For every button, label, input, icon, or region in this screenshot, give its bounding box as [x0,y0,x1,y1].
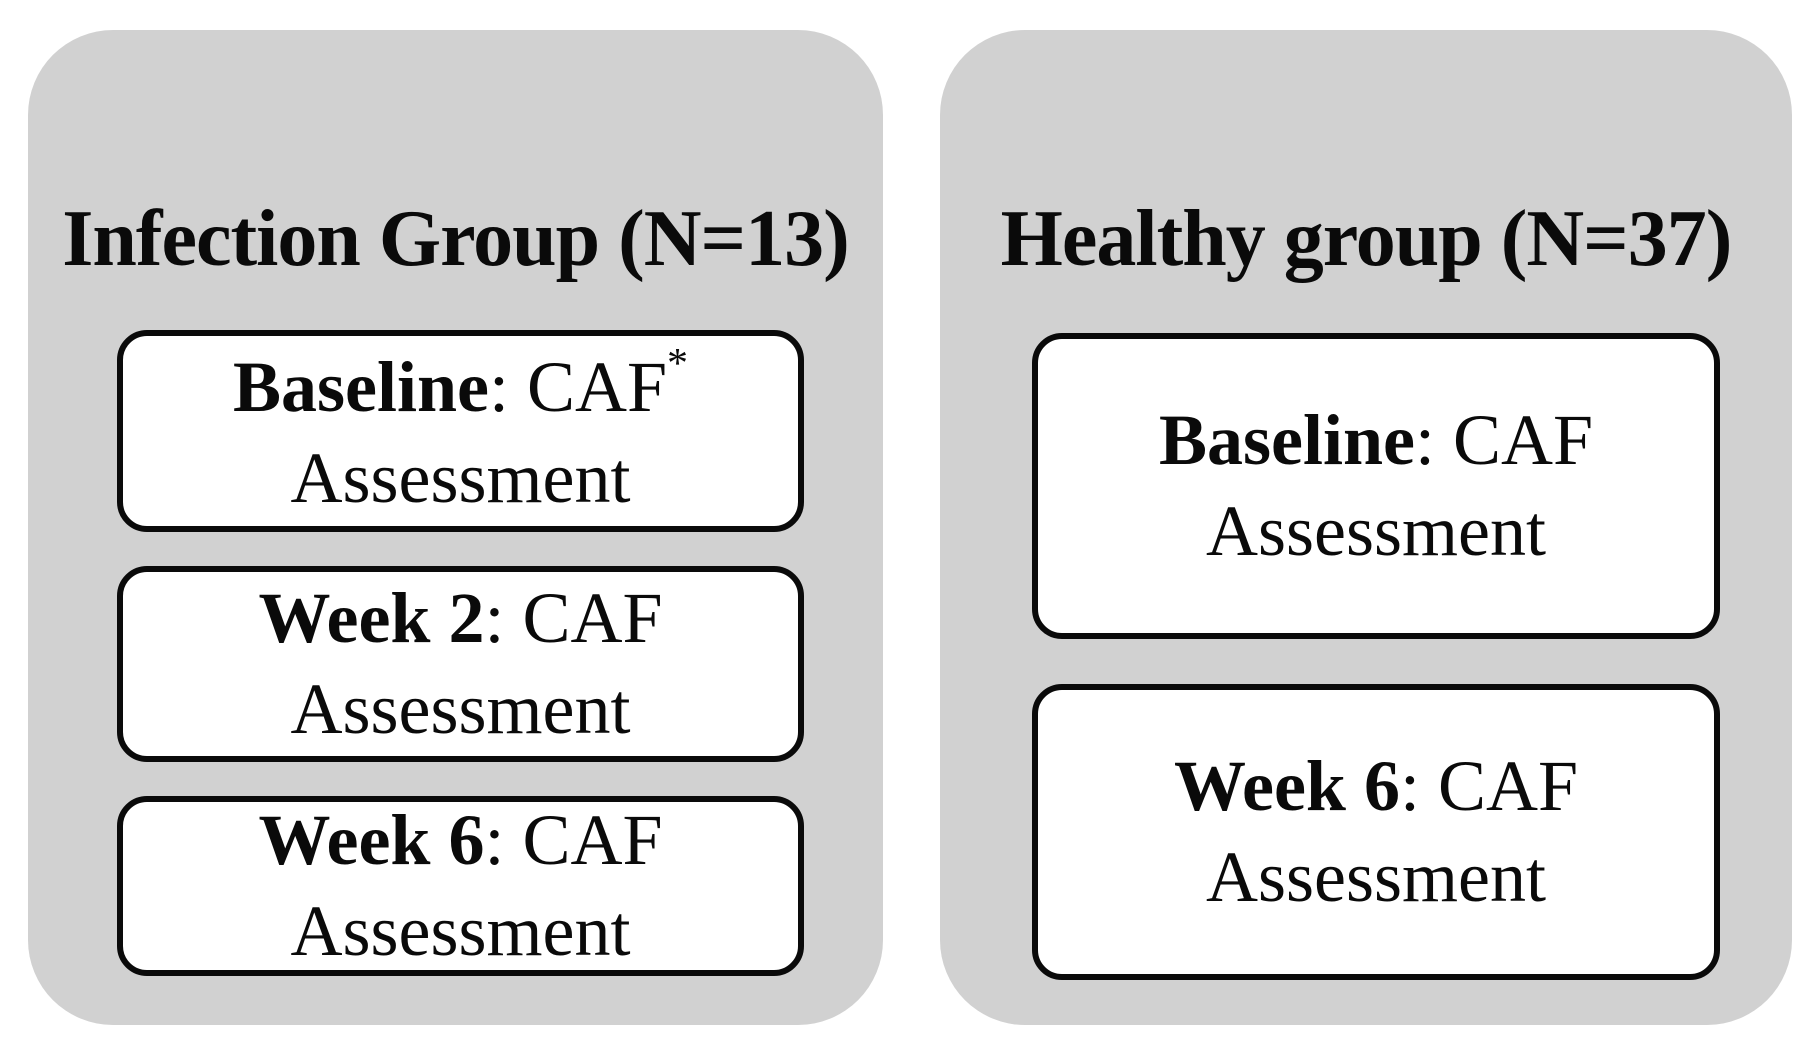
assessment-test-name: : CAF [484,799,663,880]
assessment-timepoint-label: Week 6 [258,799,485,880]
assessment-box-line1: Baseline: CAF* [233,338,688,433]
healthy-group-title: Healthy group (N=37) [1000,195,1733,284]
healthy-baseline-box: Baseline: CAF Assessment [1032,333,1720,639]
assessment-timepoint-label: Baseline [232,346,489,427]
assessment-box-line2: Assessment [290,438,631,518]
assessment-timepoint-label: Week 2 [258,577,485,658]
assessment-test-name: : CAF [1399,745,1579,826]
assessment-test-name: : CAF [484,577,663,658]
assessment-box-line2: Assessment [1206,837,1546,917]
caf-asterisk-footnote-marker: * [667,340,689,387]
assessment-box-line1: Week 6: CAF [258,795,662,886]
healthy-week6-box: Week 6: CAF Assessment [1032,684,1720,980]
infection-group-title: Infection Group (N=13) [62,195,850,284]
infection-baseline-box: Baseline: CAF* Assessment [117,330,804,532]
infection-group-panel: Infection Group (N=13) Baseline: CAF* As… [28,30,883,1025]
infection-week6-box: Week 6: CAF Assessment [117,796,804,976]
assessment-timepoint-label: Baseline [1158,399,1415,480]
infection-week2-box: Week 2: CAF Assessment [117,566,804,762]
assessment-box-line2: Assessment [290,669,631,749]
assessment-test-name: : CAF [1414,399,1594,480]
assessment-box-line1: Baseline: CAF [1159,395,1593,486]
assessment-box-line2: Assessment [1206,491,1546,571]
assessment-box-line1: Week 2: CAF [258,573,662,664]
assessment-timepoint-label: Week 6 [1173,745,1400,826]
healthy-group-panel: Healthy group (N=37) Baseline: CAF Asses… [940,30,1792,1025]
assessment-box-line2: Assessment [290,891,631,971]
assessment-test-name: : CAF [488,346,668,427]
assessment-box-line1: Week 6: CAF [1174,741,1578,832]
